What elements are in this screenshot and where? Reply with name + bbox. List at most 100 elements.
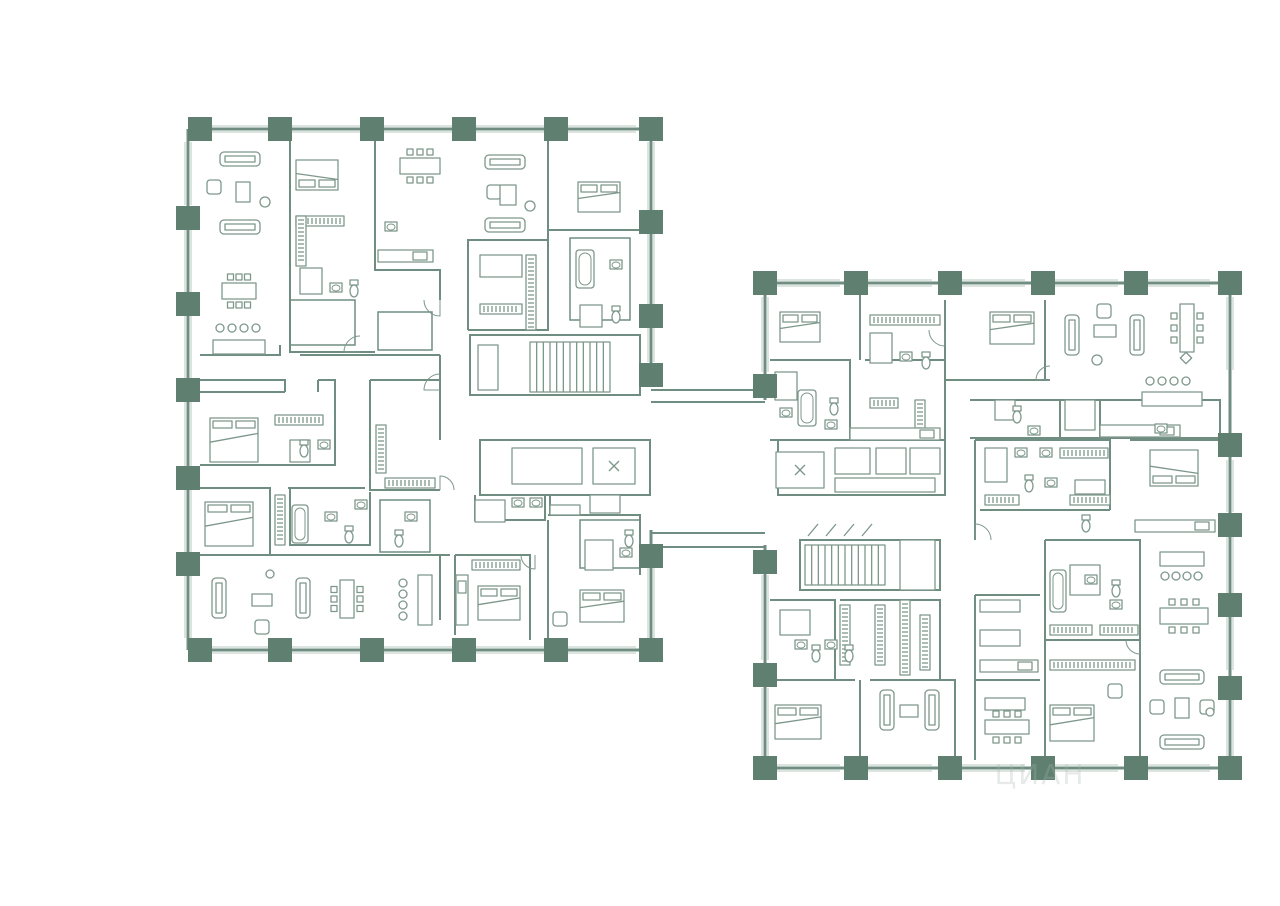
structural-column xyxy=(452,638,476,662)
toilet-icon xyxy=(611,310,621,324)
sink-basin xyxy=(513,499,523,507)
sink-icon xyxy=(317,439,331,450)
sofa-seat xyxy=(489,158,521,166)
blanket-fold xyxy=(295,172,339,181)
structural-column xyxy=(753,663,777,687)
chair-icon xyxy=(1192,598,1200,606)
chair-icon xyxy=(1196,324,1204,332)
coffee-table-icon xyxy=(499,184,517,206)
wardrobe-icon xyxy=(479,303,523,315)
dining-table-icon xyxy=(1179,303,1195,353)
pillow-icon xyxy=(580,184,598,193)
toilet-icon xyxy=(299,444,309,458)
gallery-connector xyxy=(651,532,765,548)
pillow-icon xyxy=(603,592,622,601)
interior-wall xyxy=(200,554,450,620)
pillow-icon xyxy=(298,179,316,188)
shaft-icon xyxy=(899,539,936,591)
sink-icon xyxy=(779,407,793,418)
toilet-icon xyxy=(344,530,354,544)
elevator-shaft-icon xyxy=(511,447,583,485)
chair-icon xyxy=(1168,626,1176,634)
structural-column xyxy=(639,544,663,568)
pillow-icon xyxy=(777,707,797,716)
bench-icon xyxy=(1141,391,1203,407)
chair-icon xyxy=(398,589,408,599)
toilet-icon xyxy=(921,356,931,370)
chair-icon xyxy=(1014,710,1022,718)
pillow-icon xyxy=(1052,707,1071,716)
chair-icon xyxy=(398,600,408,610)
plant-icon xyxy=(265,569,275,579)
bench-icon xyxy=(1159,551,1205,567)
sink-basin xyxy=(1041,449,1051,457)
pillow-icon xyxy=(600,184,618,193)
pillow-icon xyxy=(1073,707,1092,716)
sofa-seat xyxy=(224,223,256,231)
sofa-seat xyxy=(215,582,223,614)
bathroom-wall xyxy=(569,237,631,321)
pillow-icon xyxy=(1013,314,1032,323)
sink-basin xyxy=(319,441,329,449)
bathroom-wall xyxy=(377,311,433,351)
structural-column xyxy=(452,117,476,141)
sink-icon xyxy=(1084,574,1098,585)
structural-column xyxy=(1218,433,1242,457)
sink-basin xyxy=(356,501,366,509)
structural-column xyxy=(188,638,212,662)
structural-column xyxy=(544,117,568,141)
storage-icon xyxy=(549,504,581,516)
kitchen-counter-icon xyxy=(849,427,941,441)
wardrobe-icon xyxy=(1099,624,1139,636)
sink-icon xyxy=(511,497,525,508)
furniture xyxy=(204,148,1216,750)
structural-column xyxy=(1124,271,1148,295)
chair-icon xyxy=(239,323,249,333)
exterior-wall xyxy=(763,281,1232,770)
bathroom-wall xyxy=(379,499,431,553)
toilet-icon xyxy=(1024,479,1034,493)
toilet-icon xyxy=(1081,519,1091,533)
chair-icon xyxy=(1180,626,1188,634)
sink-icon xyxy=(1154,423,1168,434)
sink-basin xyxy=(796,641,806,649)
structural-column xyxy=(176,378,200,402)
sink-basin xyxy=(406,513,416,521)
chair-icon xyxy=(398,611,408,621)
chair-icon xyxy=(227,323,237,333)
structural-column xyxy=(639,304,663,328)
bathtub-icon xyxy=(1049,569,1067,613)
pillow-icon xyxy=(500,588,518,597)
structural-column xyxy=(938,271,962,295)
chair-icon xyxy=(1196,336,1204,344)
structural-column xyxy=(360,117,384,141)
sink-icon xyxy=(824,419,838,430)
blanket-fold xyxy=(209,432,259,443)
chair-icon xyxy=(356,585,364,594)
toilet-icon xyxy=(811,649,821,663)
pillow-icon xyxy=(782,314,799,323)
toilet-icon xyxy=(829,402,839,416)
pillow-icon xyxy=(318,179,336,188)
sink-icon xyxy=(529,497,543,508)
door-swing xyxy=(439,475,455,491)
shaft-icon xyxy=(477,344,499,391)
toilet-tank-icon xyxy=(829,397,839,404)
shower-icon xyxy=(774,371,798,401)
door-swing xyxy=(423,373,441,391)
chair-icon xyxy=(398,578,408,588)
wardrobe-icon xyxy=(384,477,436,489)
sink-basin xyxy=(621,549,631,557)
structural-column xyxy=(639,363,663,387)
door-swing xyxy=(1125,639,1141,655)
wardrobe-icon xyxy=(874,604,886,666)
stair-rail xyxy=(843,523,855,537)
toilet-tank-icon xyxy=(1012,405,1022,412)
sofa-seat xyxy=(1164,738,1200,746)
cooktop-icon xyxy=(1194,521,1210,531)
sink-basin xyxy=(1086,576,1096,584)
stair-rail xyxy=(825,523,837,537)
chair-icon xyxy=(1003,736,1011,744)
sink-basin xyxy=(1029,427,1039,435)
